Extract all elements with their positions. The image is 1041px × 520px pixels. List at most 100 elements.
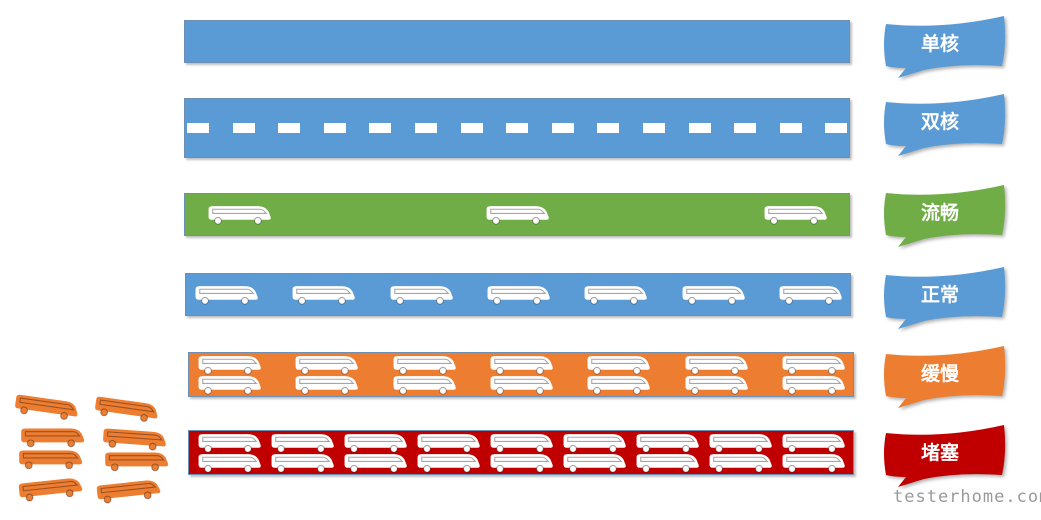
bus [292, 354, 360, 379]
lane-dash [460, 123, 483, 133]
waiting-bus [18, 426, 86, 452]
waiting-queue [10, 392, 175, 507]
bus [195, 432, 263, 457]
lane-dash [688, 123, 711, 133]
bus-icon [779, 286, 842, 305]
bus-icon [198, 356, 261, 375]
bubble-blocked: 堵塞 [880, 423, 1010, 501]
bus [581, 284, 649, 309]
lane-slow [188, 352, 854, 397]
waiting-bus [94, 480, 162, 506]
lane-dash [597, 123, 620, 133]
bus [341, 432, 409, 457]
lane-dash [232, 123, 255, 133]
bus [779, 432, 847, 457]
bus [414, 432, 482, 457]
bus [761, 204, 829, 229]
watermark: testerhome.com [893, 487, 1041, 507]
bus [560, 452, 628, 477]
lane-dual-core [184, 98, 850, 158]
bus [414, 452, 482, 477]
bus [205, 204, 273, 229]
bus-icon [490, 454, 553, 473]
lane-dash [369, 123, 392, 133]
bus-icon [19, 450, 83, 470]
bus-icon [782, 434, 845, 453]
bubble-smooth: 流畅 [880, 183, 1010, 261]
bus-icon [587, 376, 651, 395]
lane-dash [779, 123, 802, 133]
bus [192, 284, 260, 309]
bus-icon [390, 286, 453, 305]
bus-icon [709, 454, 772, 473]
waiting-bus [100, 428, 168, 454]
bubble-single-core: 单核 [880, 14, 1010, 92]
bus [195, 354, 263, 379]
bus-icon [782, 356, 845, 375]
bus-icon [685, 376, 748, 395]
bus [560, 432, 628, 457]
speech-bubble-icon [884, 425, 1006, 487]
bus [292, 374, 360, 399]
bus-icon [292, 286, 356, 305]
bus-icon [490, 434, 553, 453]
label-single-core: 单核 [920, 33, 959, 55]
bus-icon [587, 356, 651, 375]
lane-divider-dashes [185, 123, 849, 133]
bus-icon [782, 454, 845, 473]
bus-icon [105, 452, 169, 472]
label-smooth: 流畅 [920, 202, 959, 224]
bus [706, 452, 774, 477]
bus-icon [490, 356, 553, 375]
bus-icon [95, 396, 158, 422]
bus [776, 284, 844, 309]
bus [487, 452, 555, 477]
bus-icon [764, 206, 827, 225]
bus-icon [685, 356, 748, 375]
bus-icon [295, 376, 359, 395]
bus [487, 374, 555, 399]
lane-normal [185, 273, 851, 316]
bus [487, 432, 555, 457]
bus-icon [344, 434, 407, 453]
bus [779, 374, 847, 399]
bus-icon [709, 434, 772, 453]
bus-icon [198, 454, 261, 473]
waiting-bus [92, 396, 160, 424]
speech-bubble-icon [884, 346, 1006, 408]
bus-icon [295, 356, 359, 375]
bus-icon [271, 454, 334, 473]
speech-bubble-icon [884, 185, 1006, 247]
bus-icon [18, 478, 83, 502]
speech-bubble-icon [884, 16, 1006, 78]
lane-dash [187, 123, 209, 133]
bus-icon [636, 454, 699, 473]
lane-smooth [184, 193, 850, 236]
bus [483, 204, 551, 229]
bus [484, 284, 552, 309]
lane-dash [323, 123, 346, 133]
bus-icon [198, 434, 261, 453]
lane-dash [643, 123, 665, 133]
waiting-bus [12, 394, 80, 422]
label-blocked: 堵塞 [920, 442, 959, 464]
bus-icon [490, 376, 553, 395]
waiting-bus [16, 448, 84, 474]
bus [487, 354, 555, 379]
bus-icon [782, 376, 845, 395]
bus [390, 374, 458, 399]
lane-dash [415, 123, 437, 133]
bus-icon [636, 434, 699, 453]
lane-dash [278, 123, 301, 133]
lane-single-core [184, 20, 850, 63]
bus-icon [487, 286, 550, 305]
speech-bubble-icon [884, 267, 1006, 329]
bus [679, 284, 747, 309]
bus-icon [96, 480, 161, 504]
bus [682, 374, 750, 399]
speech-bubble-icon [884, 94, 1006, 156]
lane-dash [825, 123, 848, 133]
bus [633, 432, 701, 457]
bus-icon [393, 356, 456, 375]
bus [779, 452, 847, 477]
